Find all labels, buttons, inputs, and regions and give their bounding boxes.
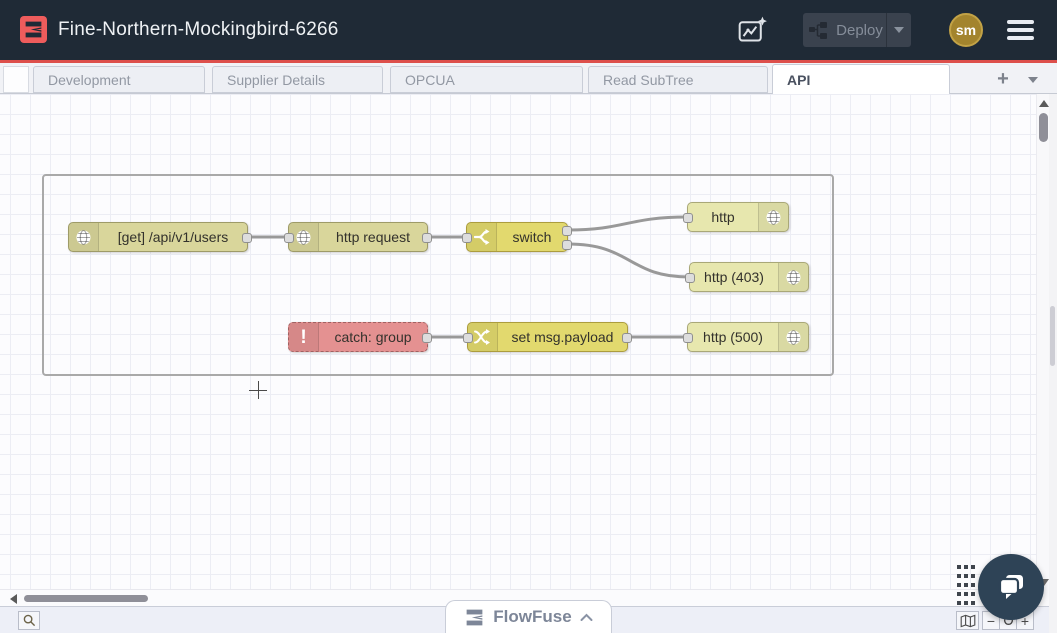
header-accent-line	[0, 60, 1057, 63]
input-port[interactable]	[685, 273, 695, 283]
wire[interactable]	[566, 215, 689, 232]
output-port-1[interactable]	[562, 226, 572, 236]
chevron-down-icon	[894, 27, 904, 33]
ai-flow-icon	[738, 16, 767, 42]
tab-label: Read SubTree	[603, 71, 694, 88]
flowfuse-logo-icon	[25, 21, 42, 38]
node-label: switch	[512, 229, 552, 245]
tab-read-subtree[interactable]: Read SubTree	[588, 66, 768, 93]
node-label: http request	[336, 229, 410, 245]
minus-icon: −	[986, 612, 996, 629]
page-title: Fine-Northern-Mockingbird-6266	[58, 19, 339, 40]
chat-launcher-button[interactable]	[978, 554, 1044, 620]
plus-icon: +	[1020, 612, 1030, 629]
scroll-up-arrow-icon[interactable]	[1039, 100, 1049, 107]
flowfuse-logo[interactable]	[20, 16, 47, 43]
user-avatar[interactable]: sm	[949, 13, 983, 47]
node-label: http (500)	[703, 329, 763, 345]
deploy-divider	[886, 13, 887, 47]
deploy-nodes-icon	[803, 21, 833, 39]
tab-label: Development	[48, 71, 131, 88]
node-switch[interactable]: switch	[462, 222, 572, 252]
ai-flow-assistant-button[interactable]	[736, 13, 770, 47]
globe-icon	[778, 263, 808, 291]
tab-label: Supplier Details	[227, 71, 326, 88]
node-http-request[interactable]: http request	[284, 222, 432, 252]
vertical-scrollbar[interactable]	[1036, 94, 1049, 606]
main-menu-button[interactable]	[1007, 20, 1034, 40]
node-catch[interactable]: ! catch: group	[288, 322, 432, 352]
tab-opcua[interactable]: OPCUA	[390, 66, 583, 93]
tab-development[interactable]: Development	[33, 66, 205, 93]
node-label: set msg.payload	[511, 329, 614, 345]
search-button[interactable]	[18, 611, 40, 630]
flowfuse-logo-icon	[466, 609, 483, 625]
hamburger-icon	[1007, 20, 1034, 24]
output-port[interactable]	[242, 233, 252, 243]
globe-icon	[69, 223, 99, 251]
map-icon	[960, 614, 975, 627]
input-port[interactable]	[463, 333, 473, 343]
output-port[interactable]	[422, 333, 432, 343]
app-header: Fine-Northern-Mockingbird-6266 Deploy	[0, 0, 1057, 60]
tab-label: OPCUA	[405, 71, 455, 88]
globe-icon	[758, 203, 788, 231]
input-port[interactable]	[683, 333, 693, 343]
node-change[interactable]: set msg.payload	[463, 322, 632, 352]
output-port-2[interactable]	[562, 240, 572, 250]
output-port[interactable]	[422, 233, 432, 243]
hamburger-icon	[1007, 36, 1034, 40]
node-label: http	[711, 209, 735, 225]
chevron-down-icon	[1028, 76, 1038, 83]
input-port[interactable]	[284, 233, 294, 243]
flow-canvas[interactable]: [get] /api/v1/users http request	[0, 94, 1036, 606]
plus-icon: +	[997, 68, 1009, 90]
deploy-button[interactable]: Deploy	[803, 13, 911, 47]
add-tab-button[interactable]: +	[988, 66, 1018, 93]
horizontal-scrollbar[interactable]	[0, 589, 1036, 606]
cursor-crosshair	[258, 381, 259, 399]
tab-supplier-details[interactable]: Supplier Details	[212, 66, 383, 93]
scroll-down-arrow-icon[interactable]	[1039, 579, 1049, 586]
horizontal-scroll-thumb[interactable]	[24, 595, 148, 602]
globe-icon	[778, 323, 808, 351]
flow-tabbar: Development Supplier Details OPCUA Read …	[0, 63, 1057, 94]
scroll-left-arrow-icon[interactable]	[10, 594, 17, 604]
wire[interactable]	[566, 242, 691, 279]
node-http-response-403[interactable]: http (403)	[685, 262, 809, 292]
hamburger-icon	[1007, 28, 1034, 32]
node-http-response[interactable]: http	[683, 202, 789, 232]
node-label: catch: group	[334, 329, 412, 345]
switch-icon	[467, 223, 497, 251]
page-scroll-thumb[interactable]	[1050, 306, 1055, 366]
tab-scroll-left-button[interactable]	[3, 66, 29, 93]
change-icon	[468, 323, 498, 351]
avatar-initials: sm	[955, 22, 977, 38]
minimap-button[interactable]	[956, 611, 979, 630]
node-label: [get] /api/v1/users	[117, 229, 229, 245]
globe-icon	[289, 223, 319, 251]
exclamation-icon: !	[289, 323, 319, 351]
input-port[interactable]	[462, 233, 472, 243]
chat-icon	[998, 575, 1023, 599]
deploy-button-label: Deploy	[836, 21, 883, 39]
node-label: http (403)	[704, 269, 764, 285]
node-http-in[interactable]: [get] /api/v1/users	[68, 222, 252, 252]
input-port[interactable]	[683, 213, 693, 223]
page-scrollbar[interactable]	[1049, 94, 1057, 633]
node-http-response-500[interactable]: http (500)	[683, 322, 809, 352]
tab-api[interactable]: API	[772, 64, 950, 94]
wire-layer	[246, 215, 691, 339]
node-group-outline[interactable]	[42, 174, 834, 376]
chat-drag-handle[interactable]	[957, 565, 976, 606]
chevron-up-icon	[580, 613, 593, 621]
flowfuse-panel-toggle[interactable]: FlowFuse	[445, 600, 612, 633]
output-port[interactable]	[622, 333, 632, 343]
flowfuse-brand-label: FlowFuse	[493, 607, 572, 626]
tab-list-button[interactable]	[1019, 66, 1047, 93]
search-icon	[23, 614, 35, 627]
tab-label: API	[787, 71, 811, 88]
deploy-options-button[interactable]	[887, 27, 911, 33]
vertical-scroll-thumb[interactable]	[1039, 113, 1048, 142]
